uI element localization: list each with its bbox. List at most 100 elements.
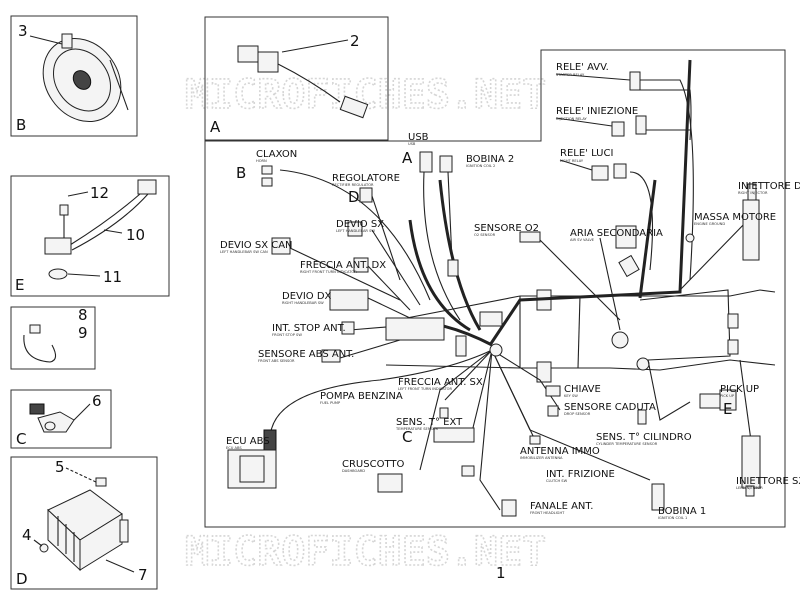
panel-letter-d: D: [16, 570, 28, 588]
panel-letter-a: A: [210, 118, 221, 136]
callout-c: C: [402, 428, 412, 446]
part-number-3: 3: [18, 22, 28, 40]
svg-text:FRECCIA ANT. DX: FRECCIA ANT. DX: [300, 260, 386, 271]
label-pompa-benzina: POMPA BENZINA FUEL PUMP: [320, 391, 403, 405]
part-number-9: 9: [78, 324, 88, 342]
panel-e-sensor: 12 10 11 E: [10, 175, 170, 297]
svg-text:BOBINA 1: BOBINA 1: [658, 506, 706, 517]
part-number-1: 1: [496, 564, 506, 582]
svg-text:BOBINA 2: BOBINA 2: [466, 154, 514, 165]
svg-text:LIGHT RELAY: LIGHT RELAY: [560, 159, 584, 163]
svg-text:IMMOBILIZER ANTENNA: IMMOBILIZER ANTENNA: [520, 456, 563, 460]
part-number-8: 8: [78, 306, 88, 324]
svg-text:SENS. T° CILINDRO: SENS. T° CILINDRO: [596, 432, 692, 443]
svg-text:SENSORE O2: SENSORE O2: [474, 223, 539, 234]
part-number-5: 5: [55, 458, 65, 476]
label-sensore-caduta: SENSORE CADUTA DROP SENSOR: [564, 402, 656, 416]
part-number-6: 6: [92, 392, 102, 410]
svg-text:DASHBOARD: DASHBOARD: [342, 469, 365, 473]
main-harness-panel: RELE' AVV. STARTER RELAY RELE' INIEZIONE…: [204, 49, 800, 582]
label-pick-up: PICK UP PICK UP: [720, 384, 759, 398]
svg-text:FANALE ANT.: FANALE ANT.: [530, 501, 594, 512]
part-number-4: 4: [22, 526, 32, 544]
svg-text:ECU ABS: ECU ABS: [226, 446, 242, 450]
label-fanale-ant: FANALE ANT. FRONT HEADLIGHT: [530, 501, 594, 515]
svg-text:RELE' AVV.: RELE' AVV.: [556, 62, 609, 73]
svg-text:ANTENNA IMMO: ANTENNA IMMO: [520, 446, 600, 457]
svg-text:CHIAVE: CHIAVE: [564, 384, 601, 395]
svg-text:REGOLATORE: REGOLATORE: [332, 173, 400, 184]
part-number-11: 11: [103, 268, 122, 286]
label-freccia-ant-dx: FRECCIA ANT. DX RIGHT FRONT TURN INDICAT…: [300, 260, 386, 274]
svg-text:LEFT HANDLEBAR SW: LEFT HANDLEBAR SW: [336, 229, 375, 233]
svg-text:IGNITION COIL 1: IGNITION COIL 1: [658, 516, 687, 520]
svg-text:ECU ABS: ECU ABS: [226, 436, 270, 447]
callout-a: A: [402, 149, 413, 167]
svg-text:INIETTORE DX: INIETTORE DX: [738, 181, 800, 192]
panel-letter-c: C: [16, 430, 26, 448]
svg-text:CLAXON: CLAXON: [256, 149, 297, 160]
panel-d-regulator: 5 4 7 D: [10, 456, 158, 590]
watermark-bottom: MICROFICHES.NET: [185, 529, 546, 575]
svg-text:FRONT ABS SENSOR: FRONT ABS SENSOR: [258, 359, 295, 363]
svg-text:USB: USB: [408, 142, 416, 146]
svg-text:POMPA BENZINA: POMPA BENZINA: [320, 391, 403, 402]
label-ecu-abs: ECU ABS ECU ABS: [226, 436, 270, 450]
svg-text:KEY SW: KEY SW: [564, 394, 578, 398]
svg-text:SENSORE ABS ANT.: SENSORE ABS ANT.: [258, 349, 354, 360]
svg-text:CLUTCH SW: CLUTCH SW: [546, 479, 568, 483]
svg-text:RIGHT HANDLEBAR SW: RIGHT HANDLEBAR SW: [282, 301, 324, 305]
label-usb: USB USB: [408, 132, 429, 146]
svg-text:INIETTORE SX: INIETTORE SX: [736, 476, 800, 487]
label-aria-secondaria: ARIA SECONDARIA AIR SV VALVE: [570, 228, 663, 242]
part-number-7: 7: [138, 566, 148, 584]
svg-text:FRONT STOP SW: FRONT STOP SW: [272, 333, 302, 337]
label-chiave: CHIAVE KEY SW: [564, 384, 601, 398]
label-sens-t-cilindro: SENS. T° CILINDRO CYLINDER TEMPERATURE S…: [596, 432, 692, 446]
label-devio-sx: DEVIO SX LEFT HANDLEBAR SW: [336, 219, 384, 233]
svg-text:INT. STOP ANT.: INT. STOP ANT.: [272, 323, 346, 334]
svg-text:INJECTION RELAY: INJECTION RELAY: [556, 117, 588, 121]
svg-text:DROP SENSOR: DROP SENSOR: [564, 412, 591, 416]
label-iniettore-sx: INIETTORE SX LEFT INJECTOR: [736, 476, 800, 490]
svg-text:RELE' INIEZIONE: RELE' INIEZIONE: [556, 106, 638, 117]
panel-c-sensor: 6 C: [10, 389, 112, 449]
svg-text:PICK UP: PICK UP: [720, 394, 735, 398]
svg-text:LEFT HANDLEBAR SW CAN: LEFT HANDLEBAR SW CAN: [220, 250, 268, 254]
svg-text:HORN: HORN: [256, 159, 267, 163]
label-bobina-2: BOBINA 2 IGNITION COIL 2: [466, 154, 514, 168]
svg-text:RIGHT FRONT TURN INDICATOR: RIGHT FRONT TURN INDICATOR: [300, 270, 357, 274]
label-cruscotto: CRUSCOTTO DASHBOARD: [342, 459, 404, 473]
connector-starter-relay: [629, 71, 641, 91]
svg-text:LEFT FRONT TURN INDICATOR: LEFT FRONT TURN INDICATOR: [398, 387, 452, 391]
label-rele-iniezione: RELE' INIEZIONE INJECTION RELAY: [556, 106, 638, 121]
panel-clamp: 8 9: [10, 306, 96, 370]
callout-d: D: [348, 188, 360, 206]
label-regolatore: REGOLATORE RECTIFIER REGULATOR: [332, 173, 400, 187]
svg-text:TEMPERATURE SENSOR: TEMPERATURE SENSOR: [395, 427, 439, 431]
label-rele-luci: RELE' LUCI LIGHT RELAY: [560, 148, 613, 163]
svg-text:DEVIO DX: DEVIO DX: [282, 291, 332, 302]
svg-text:RELE' LUCI: RELE' LUCI: [560, 148, 613, 159]
connector-injection-relay: [635, 115, 647, 135]
panel-letter-b: B: [16, 116, 26, 134]
svg-text:MASSA MOTORE: MASSA MOTORE: [694, 212, 776, 223]
part-number-2: 2: [350, 32, 360, 50]
svg-text:DEVIO SX CAN: DEVIO SX CAN: [220, 240, 293, 251]
part-number-10: 10: [126, 226, 145, 244]
label-int-frizione: INT. FRIZIONE CLUTCH SW: [546, 469, 615, 483]
svg-text:CYLINDER TEMPERATURE SENSOR: CYLINDER TEMPERATURE SENSOR: [596, 442, 658, 446]
label-rele-avv: RELE' AVV. STARTER RELAY: [556, 62, 609, 77]
svg-text:O2 SENSOR: O2 SENSOR: [474, 233, 496, 237]
label-claxon: CLAXON HORN: [256, 149, 297, 163]
svg-text:INT. FRIZIONE: INT. FRIZIONE: [546, 469, 615, 480]
label-massa-motore: MASSA MOTORE ENGINE GROUND: [694, 212, 776, 226]
label-iniettore-dx: INIETTORE DX RIGHT INJECTOR: [738, 181, 800, 195]
label-bobina-1: BOBINA 1 IGNITION COIL 1: [658, 506, 706, 520]
svg-text:ENGINE GROUND: ENGINE GROUND: [694, 222, 725, 226]
svg-text:PICK UP: PICK UP: [720, 384, 759, 395]
label-sens-t-ext: SENS. T° EXT TEMPERATURE SENSOR: [395, 417, 463, 431]
label-int-stop-ant: INT. STOP ANT. FRONT STOP SW: [272, 323, 346, 337]
svg-text:RECTIFIER REGULATOR: RECTIFIER REGULATOR: [332, 183, 374, 187]
